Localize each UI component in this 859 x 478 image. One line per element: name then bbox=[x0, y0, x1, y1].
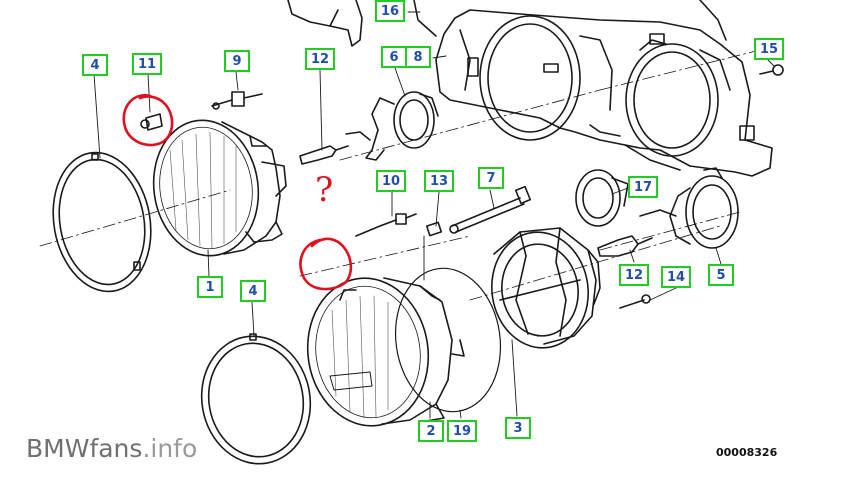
callout-2: 2 bbox=[418, 420, 444, 442]
adjuster-screw-9 bbox=[211, 91, 263, 110]
callout-4-lower: 4 bbox=[240, 280, 266, 302]
bulb-11 bbox=[140, 113, 163, 131]
callout-16: 16 bbox=[375, 0, 405, 22]
callout-10: 10 bbox=[376, 170, 406, 192]
brand-tld: .info bbox=[142, 434, 198, 463]
bracket-17 bbox=[575, 169, 629, 227]
callout-12-lower: 12 bbox=[619, 264, 649, 286]
callout-13: 13 bbox=[424, 170, 454, 192]
socket-6 bbox=[365, 91, 439, 161]
upper-headlight-lens bbox=[152, 119, 287, 257]
red-circle-mount bbox=[299, 237, 353, 291]
callout-7: 7 bbox=[478, 167, 504, 189]
clip-13 bbox=[425, 221, 443, 237]
reflector-3 bbox=[490, 227, 601, 349]
upper-trim-ring bbox=[52, 151, 152, 293]
bulb-12-lower bbox=[597, 235, 653, 257]
adjuster-10 bbox=[355, 213, 417, 237]
screw-15 bbox=[759, 64, 784, 76]
callout-14: 14 bbox=[661, 266, 691, 288]
callout-9: 9 bbox=[224, 50, 250, 72]
question-mark: ? bbox=[315, 170, 334, 210]
callout-19: 19 bbox=[447, 420, 477, 442]
center-lines bbox=[39, 49, 761, 301]
callout-12-upper: 12 bbox=[305, 48, 335, 70]
socket-5 bbox=[639, 167, 739, 249]
bmwfans-watermark: BMWfans.info bbox=[26, 434, 197, 463]
drawing-code: 00008326 bbox=[716, 446, 778, 459]
callout-6: 6 bbox=[381, 46, 407, 68]
callout-5: 5 bbox=[708, 264, 734, 286]
callout-11: 11 bbox=[132, 53, 162, 75]
callout-3: 3 bbox=[505, 417, 531, 439]
lower-headlight-lens bbox=[306, 277, 465, 427]
brand-name: BMWfans bbox=[26, 434, 143, 463]
leader-lines bbox=[93, 11, 775, 419]
callout-8: 8 bbox=[405, 46, 431, 68]
lower-trim-ring bbox=[200, 333, 312, 465]
callout-4-upper: 4 bbox=[82, 54, 108, 76]
adjuster-shaft-7 bbox=[449, 185, 532, 234]
callout-1: 1 bbox=[197, 276, 223, 298]
gasket-19 bbox=[394, 267, 502, 413]
bulb-12-upper bbox=[299, 131, 371, 165]
bracket-16 bbox=[287, 0, 363, 47]
screw-14 bbox=[619, 294, 651, 309]
callout-15: 15 bbox=[754, 38, 784, 60]
red-annotations bbox=[122, 94, 353, 291]
headlight-housing bbox=[413, 0, 773, 177]
red-circle-bulb-11 bbox=[122, 94, 174, 147]
callout-17: 17 bbox=[628, 176, 658, 198]
